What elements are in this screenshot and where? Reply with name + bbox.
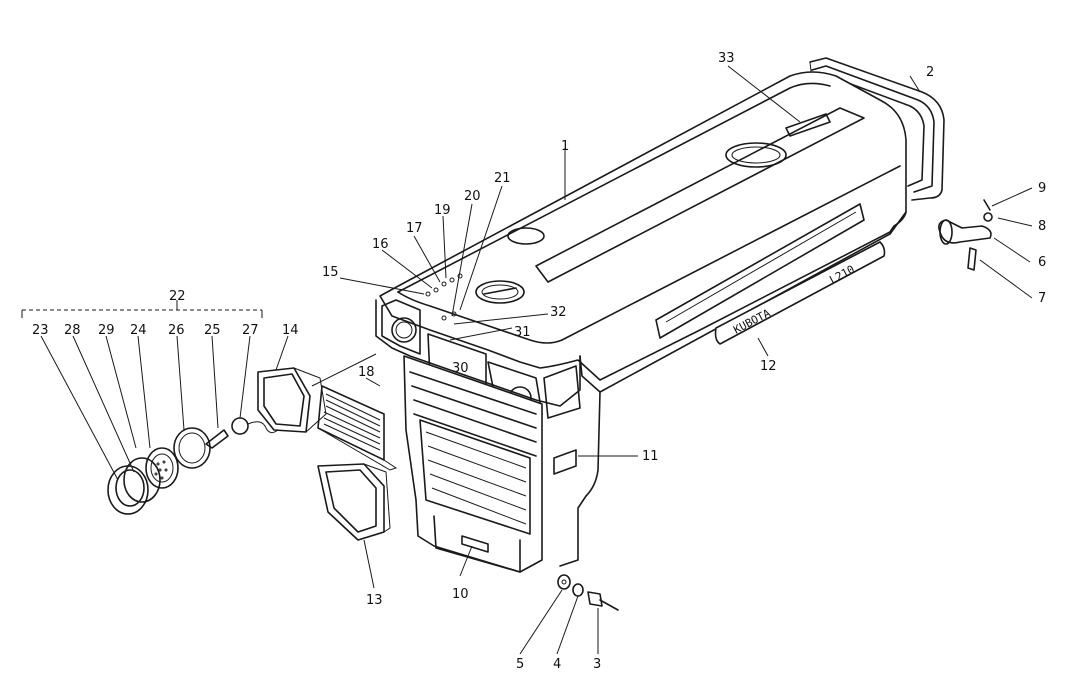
duct-part-14 — [257, 367, 327, 433]
callout-21: 21 — [494, 171, 511, 186]
callout-5: 5 — [516, 657, 524, 672]
air-intake-assembly-parts-22-29 — [107, 417, 279, 515]
callout-28: 28 — [64, 323, 81, 338]
callout-24: 24 — [130, 323, 147, 338]
callout-9: 9 — [1038, 181, 1046, 196]
callout-labels: 33 2 1 9 8 6 7 21 20 19 17 16 15 32 31 3… — [32, 51, 1046, 672]
air-scoop-part-13 — [317, 463, 391, 541]
callout-23: 23 — [32, 323, 49, 338]
callout-16: 16 — [372, 237, 389, 252]
callout-26: 26 — [168, 323, 185, 338]
rear-gasket-part-2 — [809, 57, 945, 201]
callout-3: 3 — [593, 657, 601, 672]
leader-lines — [21, 65, 1033, 655]
callout-8: 8 — [1038, 219, 1046, 234]
callout-15: 15 — [322, 265, 339, 280]
callout-29: 29 — [98, 323, 115, 338]
callout-18: 18 — [358, 365, 375, 380]
bolt-washers-parts-3-5 — [557, 574, 619, 611]
callout-13: 13 — [366, 593, 383, 608]
front-grille-housing-part-10 — [403, 355, 543, 573]
callout-19: 19 — [434, 203, 451, 218]
grille-part-18 — [311, 353, 398, 471]
callout-20: 20 — [464, 189, 481, 204]
callout-17: 17 — [406, 221, 423, 236]
callout-27: 27 — [242, 323, 259, 338]
callout-1: 1 — [561, 139, 569, 154]
hood-body-part-1 — [375, 71, 907, 567]
callout-14: 14 — [282, 323, 299, 338]
callout-33: 33 — [718, 51, 735, 66]
mesh-filter-icon — [154, 460, 168, 480]
callout-4: 4 — [553, 657, 561, 672]
callout-2: 2 — [926, 65, 934, 80]
callout-30: 30 — [452, 361, 469, 376]
callout-31: 31 — [514, 325, 531, 340]
callout-11: 11 — [642, 449, 659, 464]
callout-22: 22 — [169, 289, 186, 304]
decal-part-11 — [553, 449, 577, 475]
latch-assembly-parts-6-9 — [938, 199, 993, 271]
callout-7: 7 — [1038, 291, 1046, 306]
callout-10: 10 — [452, 587, 469, 602]
callout-32: 32 — [550, 305, 567, 320]
callout-25: 25 — [204, 323, 221, 338]
callout-6: 6 — [1038, 255, 1046, 270]
callout-12: 12 — [760, 359, 777, 374]
